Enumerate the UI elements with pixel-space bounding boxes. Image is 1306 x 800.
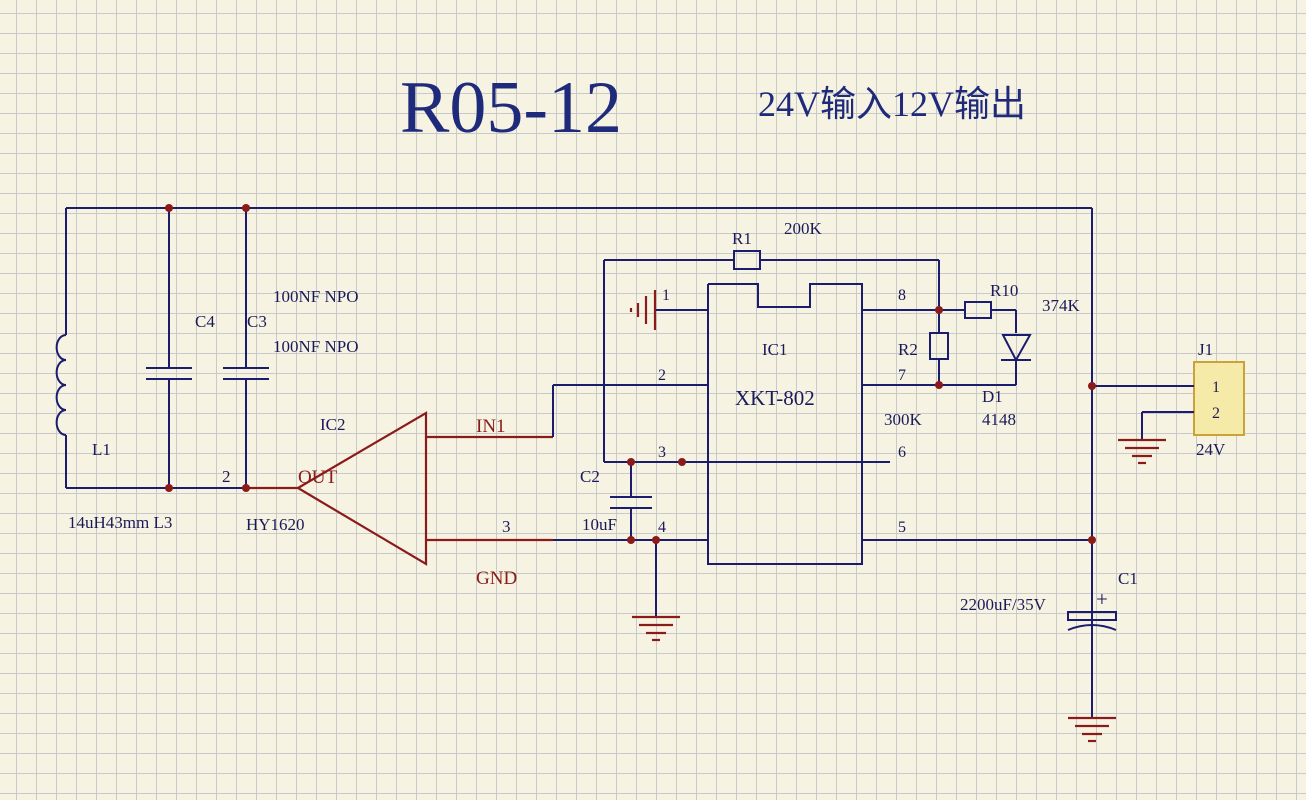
ic2-out-label: OUT: [298, 467, 337, 488]
ic1-pin4-label: 4: [658, 519, 666, 536]
ic2-ref: IC2: [320, 415, 346, 434]
diode-d1: [1001, 334, 1032, 385]
regulator-ic2: [246, 411, 553, 566]
resistor-r2: [929, 310, 949, 385]
r2-value: 300K: [884, 410, 923, 429]
c2-value: 10uF: [582, 515, 617, 534]
j1-pin2-label: 2: [1212, 405, 1220, 422]
r2-ref: R2: [898, 340, 918, 359]
ic1-pin5-label: 5: [898, 519, 906, 536]
j1-pin1-label: 1: [1212, 379, 1220, 396]
c2-ref: C2: [580, 467, 600, 486]
page-title: R05-12: [400, 67, 622, 149]
ic1-pin8-label: 8: [898, 287, 906, 304]
c3-ref: C3: [247, 312, 267, 331]
ic1-ref: IC1: [762, 340, 788, 359]
r10-value: 374K: [1042, 296, 1081, 315]
in1-wire: [552, 384, 708, 437]
capacitor-c1: [1067, 611, 1117, 743]
ic1-pin1-label: 1: [662, 287, 670, 304]
r10-ref: R10: [990, 281, 1018, 300]
j1-ref: J1: [1198, 340, 1213, 359]
inductor-l1: [55, 208, 67, 488]
ic1-body: [707, 283, 863, 565]
r1-ref: R1: [732, 229, 752, 248]
c1-plus: +: [1096, 587, 1108, 611]
capacitor-c3: [223, 208, 269, 488]
top-rail-wire: [66, 207, 1093, 705]
ic2-pin3-label: 3: [502, 517, 511, 536]
junction-dots: [165, 204, 1096, 544]
c1-ref: C1: [1118, 569, 1138, 588]
l1-ref: L1: [92, 440, 111, 459]
c3-value-b: 100NF NPO: [273, 337, 359, 356]
feedback-loop-wire: [603, 259, 890, 463]
ic1-pin6-label: 6: [898, 444, 906, 461]
capacitor-c2: [610, 462, 652, 540]
c3-value-a: 100NF NPO: [273, 287, 359, 306]
ic2-gnd-label: GND: [476, 568, 517, 589]
ground-ic1-pin4: [632, 540, 680, 642]
ic2-pin2-label: 2: [222, 467, 231, 486]
ic1-part: XKT-802: [735, 386, 815, 410]
ic2-in-label: IN1: [476, 416, 506, 437]
r1-value: 200K: [784, 219, 823, 238]
l1-value: 14uH43mm L3: [68, 513, 172, 532]
d1-ref: D1: [982, 387, 1003, 406]
c4-ref: C4: [195, 312, 215, 331]
ic1-pin3-label: 3: [658, 444, 666, 461]
ic1-pin1-ground: [629, 290, 708, 330]
capacitor-c4: [146, 208, 192, 488]
ic1-pin2-label: 2: [658, 367, 666, 384]
d1-value: 4148: [982, 410, 1016, 429]
resistor-r1: [733, 250, 940, 310]
resistor-r10: [964, 301, 1017, 333]
ic1-pin7-label: 7: [898, 367, 906, 384]
page-subtitle: 24V输入12V输出: [758, 84, 1026, 124]
connector-j1: [1092, 361, 1245, 465]
j1-value: 24V: [1196, 440, 1226, 459]
c1-value: 2200uF/35V: [960, 595, 1047, 614]
ic2-part: HY1620: [246, 515, 305, 534]
